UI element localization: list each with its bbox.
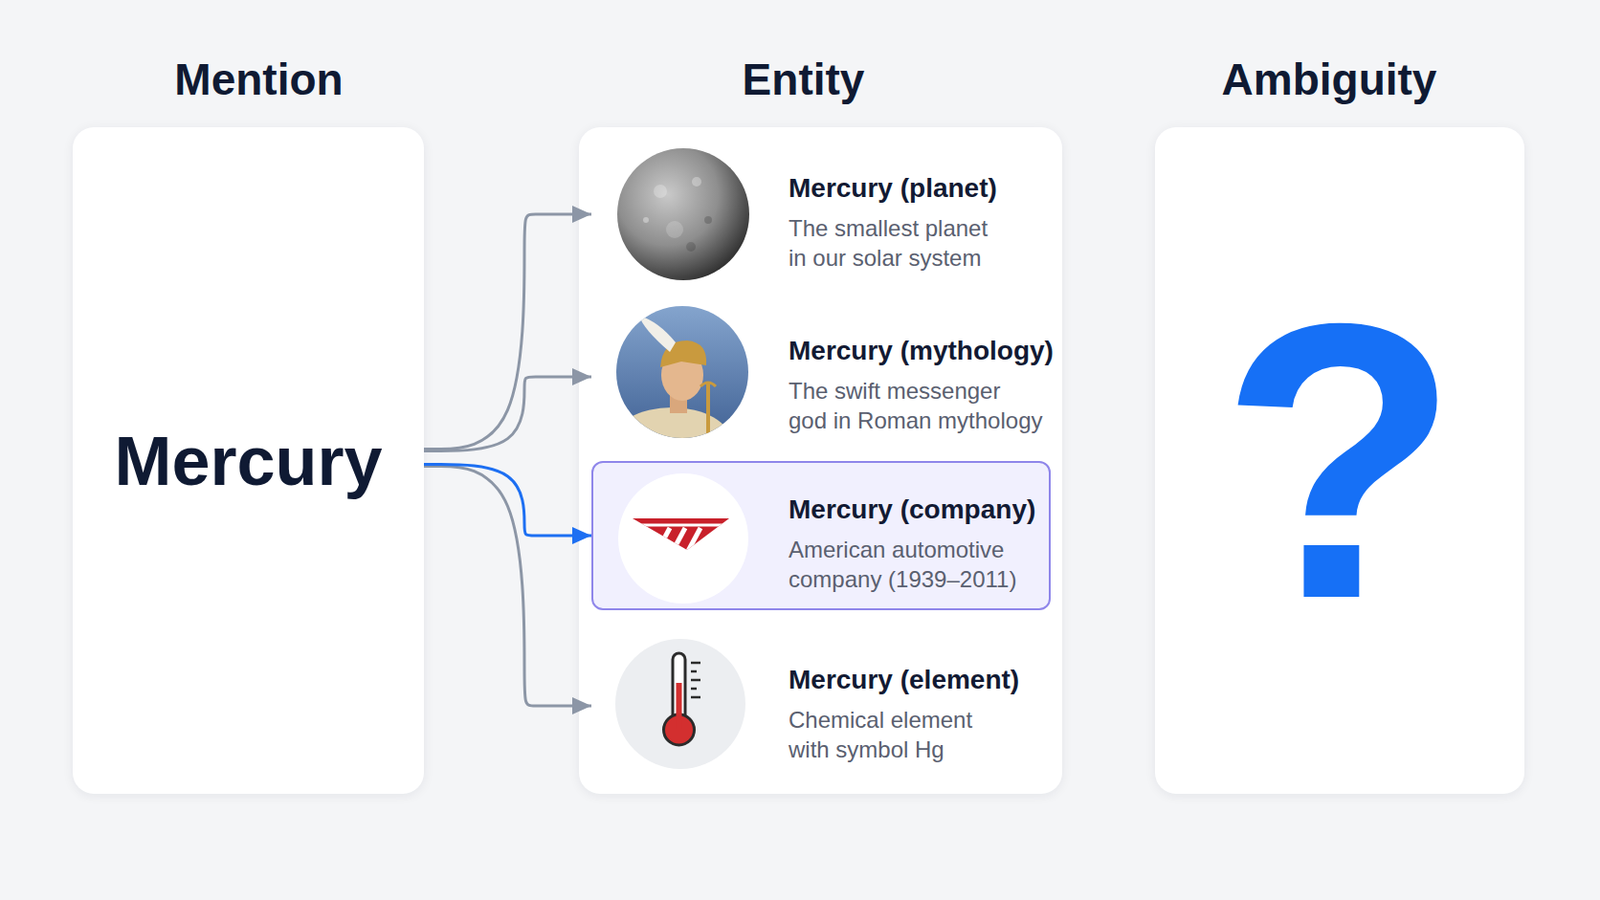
- connector-arrow: [423, 214, 592, 450]
- crater: [653, 184, 667, 199]
- entity-title: Mercury (planet): [788, 172, 998, 205]
- panel-heading: Entity: [561, 54, 1045, 105]
- entity-title: Mercury (element): [788, 664, 1020, 697]
- logo-triangle: [632, 518, 730, 551]
- mention-word: Mercury: [72, 127, 424, 795]
- entity-description: Chemical element with symbol Hg: [788, 705, 1049, 765]
- portrait-drapery: [612, 407, 732, 477]
- tick: [690, 679, 701, 683]
- connector-arrow: [423, 466, 592, 708]
- entity-description: The smallest planet in our solar system: [788, 213, 1049, 273]
- thermometer-icon: [615, 639, 746, 770]
- planet-sphere: [617, 148, 750, 281]
- logo-stripe: [626, 524, 737, 528]
- entity-panel: Mercury (planet) The smallest planet in o…: [578, 127, 1063, 795]
- logo-stripe: [687, 528, 701, 554]
- icon-background: [615, 639, 746, 770]
- company-logo: [618, 473, 749, 604]
- tick: [690, 688, 697, 691]
- portrait-helmet: [660, 340, 707, 368]
- connector-arrow: [423, 465, 592, 537]
- crater: [666, 221, 684, 239]
- crater: [686, 242, 696, 252]
- entity-description: American automotive company (1939–2011): [788, 534, 1049, 595]
- tick: [690, 670, 697, 674]
- tick: [690, 662, 701, 666]
- entity-description: The swift messenger god in Roman mytholo…: [788, 376, 1049, 436]
- logo-stripe: [671, 528, 686, 554]
- ambiguity-panel: Ambiguity?: [1155, 127, 1525, 795]
- thermometer-bulb: [664, 714, 695, 746]
- portrait-wing: [639, 315, 676, 353]
- planet-icon: [617, 148, 750, 281]
- panel-heading: Ambiguity: [1144, 54, 1514, 105]
- question-mark: ?: [1155, 127, 1525, 795]
- mythology-portrait: [612, 302, 756, 477]
- entity-title: Mercury (mythology): [788, 334, 1054, 368]
- portrait-neck: [669, 382, 688, 414]
- portrait-sky: [612, 302, 756, 446]
- entity-title: Mercury (company): [788, 493, 1036, 527]
- crater: [643, 217, 649, 223]
- caduceus-wings: [700, 382, 716, 387]
- connector-arrow: [423, 377, 592, 452]
- thermometer-fluid: [676, 683, 683, 730]
- tick: [690, 696, 701, 700]
- panel-heading: Mention: [83, 54, 435, 105]
- entity-row: Mercury (company) American automotive com…: [591, 461, 1051, 611]
- portrait-head: [661, 349, 704, 401]
- logo-stripe: [656, 528, 670, 554]
- caduceus: [706, 382, 711, 441]
- thermometer-tube: [672, 653, 686, 725]
- entity-row: Mercury (element) Chemical element with s…: [591, 631, 1051, 781]
- entity-row: Mercury (planet) The smallest planet in o…: [591, 139, 1051, 289]
- crater: [691, 177, 702, 187]
- mention-panel: MentionMercury: [72, 127, 424, 795]
- logo-background: [618, 473, 749, 604]
- entity-row: Mercury (mythology) The swift messenger g…: [591, 302, 1051, 452]
- thermometer-ticks: [690, 663, 701, 698]
- crater: [704, 216, 712, 224]
